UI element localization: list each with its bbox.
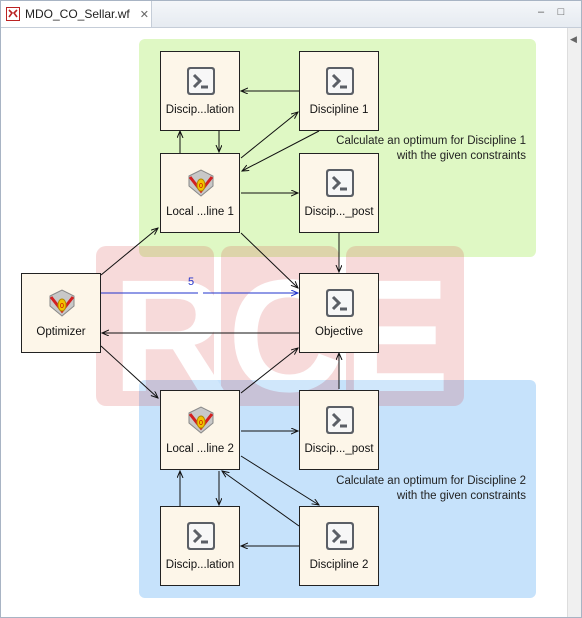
optimizer-icon: 0 bbox=[49, 289, 75, 317]
connection-count-label[interactable]: 5 bbox=[188, 276, 195, 288]
node-label: Discip..._post bbox=[304, 443, 374, 455]
node-optimizer[interactable]: 0 Optimizer bbox=[21, 273, 101, 353]
editor-tab-bar: MDO_CO_Sellar.wf ✕ – □ bbox=[1, 1, 581, 28]
vertical-scrollbar[interactable]: ◀ bbox=[567, 28, 581, 617]
maximize-icon[interactable]: □ bbox=[557, 6, 565, 18]
node-label: Local ...line 1 bbox=[166, 206, 234, 218]
svg-text:0: 0 bbox=[199, 420, 203, 427]
optimizer-icon: 0 bbox=[188, 169, 214, 197]
node-label: Discip..._post bbox=[304, 206, 374, 218]
node-discipline-1[interactable]: Discipline 1 bbox=[299, 51, 379, 131]
node-label: Discipline 2 bbox=[309, 559, 369, 571]
group-discipline-2-label: Calculate an optimum for Discipline 2 wi… bbox=[336, 475, 526, 502]
node-label: Objective bbox=[315, 326, 363, 338]
node-local-optimizer-1[interactable]: 0 Local ...line 1 bbox=[160, 153, 240, 233]
script-icon bbox=[326, 522, 354, 550]
script-icon bbox=[326, 289, 354, 317]
minimize-icon[interactable]: – bbox=[537, 6, 545, 18]
tab-title: MDO_CO_Sellar.wf bbox=[25, 7, 130, 21]
node-discipline-1-calculation[interactable]: Discip...lation bbox=[160, 51, 240, 131]
script-icon bbox=[187, 67, 215, 95]
optimizer-icon: 0 bbox=[188, 406, 214, 434]
workflow-canvas[interactable]: Calculate an optimum for Discipline 1 wi… bbox=[1, 28, 567, 617]
editor-tab[interactable]: MDO_CO_Sellar.wf ✕ bbox=[1, 1, 152, 27]
workflow-file-icon bbox=[6, 7, 20, 21]
node-objective[interactable]: Objective bbox=[299, 273, 379, 353]
close-icon[interactable]: ✕ bbox=[139, 8, 149, 21]
node-discipline-1-post[interactable]: Discip..._post bbox=[299, 153, 379, 233]
node-discipline-2-post[interactable]: Discip..._post bbox=[299, 390, 379, 470]
svg-text:0: 0 bbox=[199, 183, 203, 190]
node-label: Discip...lation bbox=[165, 104, 235, 116]
node-discipline-2[interactable]: Discipline 2 bbox=[299, 506, 379, 586]
node-local-optimizer-2[interactable]: 0 Local ...line 2 bbox=[160, 390, 240, 470]
node-label: Local ...line 2 bbox=[166, 443, 234, 455]
node-discipline-2-calculation[interactable]: Discip...lation bbox=[160, 506, 240, 586]
svg-text:0: 0 bbox=[60, 303, 64, 310]
node-label: Optimizer bbox=[36, 326, 86, 338]
script-icon bbox=[326, 67, 354, 95]
script-icon bbox=[326, 406, 354, 434]
node-label: Discip...lation bbox=[165, 559, 235, 571]
connection-lines bbox=[100, 28, 567, 617]
script-icon bbox=[187, 522, 215, 550]
script-icon bbox=[326, 169, 354, 197]
group-discipline-1-label: Calculate an optimum for Discipline 1 wi… bbox=[336, 135, 526, 162]
scroll-left-arrow-icon[interactable]: ◀ bbox=[570, 34, 577, 44]
node-label: Discipline 1 bbox=[309, 104, 369, 116]
